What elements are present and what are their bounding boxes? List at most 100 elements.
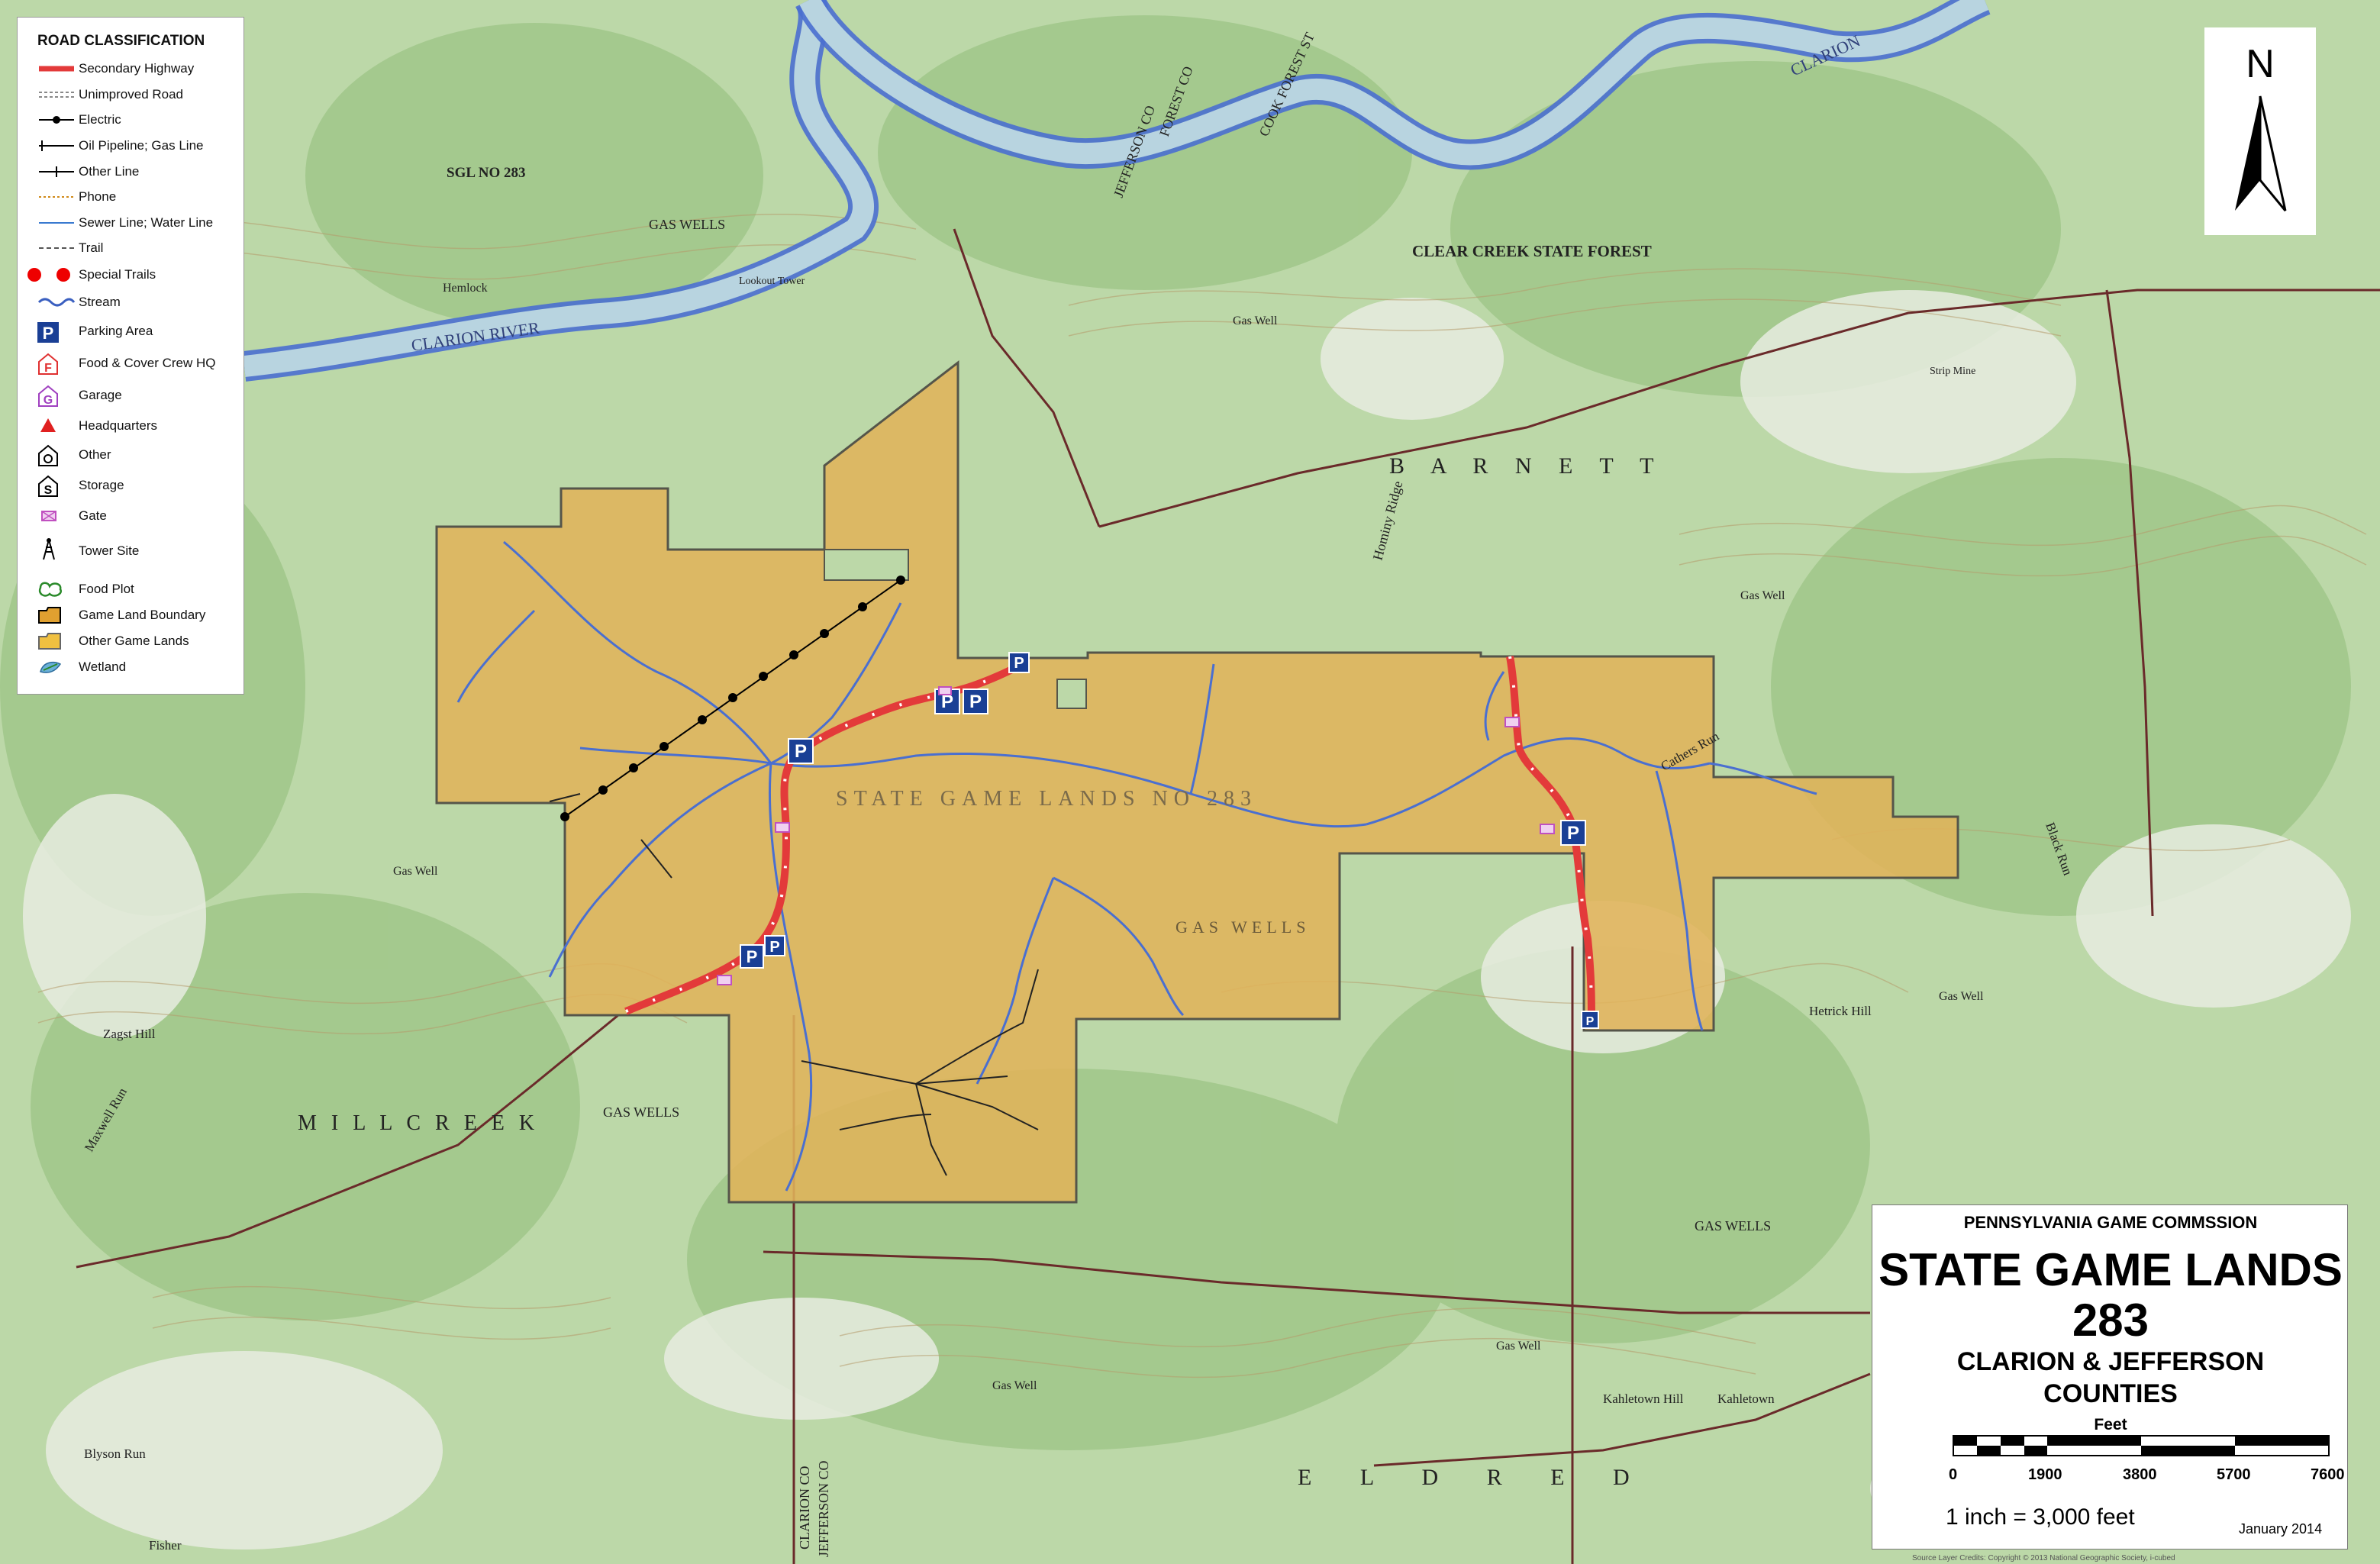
legend-item-stream: Stream xyxy=(18,291,245,314)
gate-icon xyxy=(775,822,790,833)
clarion-co-label: CLARION CO xyxy=(797,1466,812,1549)
legend-item-unimproved-road: Unimproved Road xyxy=(18,83,245,106)
wetland-icon xyxy=(40,661,62,673)
parking-areas: P P P P P P P P xyxy=(740,652,1599,1029)
phone-line-icon xyxy=(39,196,74,198)
legend-label: Secondary Highway xyxy=(79,61,195,76)
gate-icon xyxy=(1540,824,1555,834)
legend-item-gate: Gate xyxy=(18,505,245,527)
game-land-boundary[interactable] xyxy=(435,360,1959,1204)
legend-item-special-trails: Special Trails xyxy=(18,263,245,286)
svg-text:P: P xyxy=(1014,655,1024,672)
boundary-notch xyxy=(824,549,909,581)
legend-item-other-game-lands: Other Game Lands xyxy=(18,630,245,653)
parking-icon: P xyxy=(1581,1011,1599,1029)
parking-icon: P xyxy=(764,935,785,956)
headquarters-icon xyxy=(40,418,56,432)
legend-item-secondary-highway: Secondary Highway xyxy=(18,57,245,80)
gas-well-label-6: Gas Well xyxy=(992,1379,1037,1392)
legend-label: Parking Area xyxy=(79,324,153,338)
source-credits: Source Layer Credits: Copyright © 2013 N… xyxy=(1912,1554,2175,1562)
legend-label: Garage xyxy=(79,388,122,402)
legend-item-other: Other xyxy=(18,443,245,466)
legend-label: Trail xyxy=(79,240,104,255)
blyson-run-label: Blyson Run xyxy=(84,1446,146,1461)
inholding xyxy=(1056,679,1087,709)
sgl-main-label: STATE GAME LANDS NO 283 xyxy=(836,787,1257,811)
pipeline-icon xyxy=(39,140,74,151)
gas-wells-label-2: GAS WELLS xyxy=(603,1104,679,1120)
clarion-river-north-inner xyxy=(799,0,1989,166)
legend-item-headquarters: Headquarters xyxy=(18,414,245,437)
legend-item-sewer: Sewer Line; Water Line xyxy=(18,211,245,234)
svg-text:P: P xyxy=(1567,823,1579,843)
hemlock-label: Hemlock xyxy=(443,282,488,295)
parking-icon: P xyxy=(788,738,814,764)
legend-label: Gate xyxy=(79,508,107,523)
other-line-icon xyxy=(39,166,74,177)
food-cover-hq-icon: F xyxy=(38,353,58,375)
legend-label: Headquarters xyxy=(79,418,158,433)
eldred-label: E L D R E D xyxy=(1298,1465,1651,1490)
north-arrow: N xyxy=(2204,27,2316,235)
gate-icon xyxy=(1504,717,1520,727)
legend-item-storage: S Storage xyxy=(18,474,245,497)
legend-label: Other Game Lands xyxy=(79,634,189,648)
legend-label: Other xyxy=(79,447,111,462)
legend-item-electric: Electric xyxy=(18,108,245,131)
kahletown-hill-label: Kahletown Hill xyxy=(1603,1391,1684,1406)
gas-well-label-4: Gas Well xyxy=(393,865,438,878)
legend-label: Other Line xyxy=(79,164,140,179)
lookout-tower-label: Lookout Tower xyxy=(739,276,805,287)
other-building-icon xyxy=(38,444,58,466)
north-arrow-icon xyxy=(2235,95,2287,211)
legend-label: Wetland xyxy=(79,659,127,674)
parking-icon: P xyxy=(1560,820,1586,846)
legend-label: Tower Site xyxy=(79,543,140,558)
legend-label: Storage xyxy=(79,478,124,492)
svg-text:P: P xyxy=(969,692,982,712)
svg-text:G: G xyxy=(44,394,53,407)
legend-item-trail: Trail xyxy=(18,237,245,260)
electric-poles xyxy=(560,576,905,821)
svg-text:F: F xyxy=(44,362,52,375)
legend-item-parking: P Parking Area xyxy=(18,320,245,343)
gate-icon xyxy=(717,975,732,985)
trail-icon xyxy=(39,247,74,249)
hetrick-hill-label: Hetrick Hill xyxy=(1809,1004,1872,1018)
gas-wells-label-1: GAS WELLS xyxy=(1175,917,1310,937)
millcreek-label: M I L L C R E E K xyxy=(298,1111,539,1135)
gas-pipelines xyxy=(549,793,1039,1176)
legend-label: Unimproved Road xyxy=(79,87,184,102)
legend-item-pipeline: Oil Pipeline; Gas Line xyxy=(18,134,245,157)
map-title: STATE GAME LANDS xyxy=(1879,1244,2343,1295)
scale-units: Feet xyxy=(2094,1416,2127,1433)
legend-label: Food Plot xyxy=(79,582,134,596)
legend-label: Stream xyxy=(79,295,121,309)
clear-creek-label: CLEAR CREEK STATE FOREST xyxy=(1412,242,1652,260)
county-line-1: CLARION & JEFFERSON xyxy=(1956,1347,2265,1376)
svg-text:P: P xyxy=(43,324,54,343)
legend-label: Food & Cover Crew HQ xyxy=(79,356,216,370)
sgl-north-label: SGL NO 283 xyxy=(447,165,525,181)
gate-icon xyxy=(938,686,952,695)
scale-tick-0: 0 xyxy=(1949,1466,1958,1483)
jefferson-co-s-label: JEFFERSON CO xyxy=(816,1460,831,1557)
sewer-line-icon xyxy=(39,222,74,224)
svg-text:S: S xyxy=(44,484,53,497)
legend-item-garage: G Garage xyxy=(18,384,245,407)
title-block: PENNSYLVANIA GAME COMMSSION STATE GAME L… xyxy=(1872,1204,2348,1549)
legend-item-wetland: Wetland xyxy=(18,656,245,679)
scale-tick-2: 3800 xyxy=(2123,1466,2157,1483)
tower-icon xyxy=(43,538,55,560)
parking-icon: P xyxy=(963,688,988,714)
scale-bar xyxy=(1953,1435,2330,1456)
gas-well-label-5: Gas Well xyxy=(1496,1340,1541,1353)
svg-text:P: P xyxy=(1586,1015,1595,1028)
legend-item-phone: Phone xyxy=(18,185,245,208)
legend-item-food-plot: Food Plot xyxy=(18,578,245,601)
county-line-2: COUNTIES xyxy=(2043,1379,2178,1408)
garage-icon: G xyxy=(38,385,58,407)
gas-well-label-3: Gas Well xyxy=(1740,589,1785,602)
